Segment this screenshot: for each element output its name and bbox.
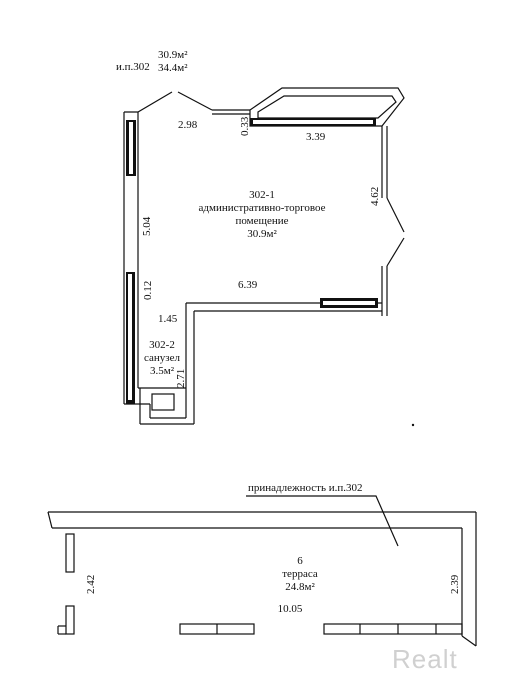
dim-3-39: 3.39 xyxy=(306,131,326,143)
room-302-1-number: 302-1 xyxy=(249,189,275,201)
area-total-1: 30.9м² xyxy=(158,49,188,61)
room-302-2-number: 302-2 xyxy=(149,339,175,351)
terrace-walls xyxy=(47,495,477,647)
dim-0-12: 0.12 xyxy=(142,281,154,300)
wall-left-lower-inner xyxy=(128,274,132,400)
terrace-name: терраса xyxy=(282,568,318,580)
dim-4-62: 4.62 xyxy=(369,187,381,206)
dim-1-45: 1.45 xyxy=(158,313,178,325)
room-302-2-name: санузел xyxy=(144,352,181,364)
dim-0-33: 0.33 xyxy=(239,116,251,136)
unit-label: и.п.302 xyxy=(116,61,150,73)
window-top-inner xyxy=(253,120,373,124)
watermark-realt: Realt xyxy=(392,644,458,674)
room-302-1-name-line2: помещение xyxy=(235,215,288,227)
terrace-area: 24.8м² xyxy=(285,581,315,593)
window-left-upper-inner xyxy=(129,122,133,174)
dim-6-39: 6.39 xyxy=(238,279,258,291)
window-right-lower-inner xyxy=(323,301,375,305)
dim-2-42: 2.42 xyxy=(85,575,97,594)
room-302-2-area: 3.5м² xyxy=(150,365,175,377)
dim-5-04: 5.04 xyxy=(141,216,153,236)
area-total-2: 34.4м² xyxy=(158,62,188,74)
belonging-annotation: принадлежность и.п.302 xyxy=(248,482,363,494)
terrace-number: 6 xyxy=(297,555,303,567)
dim-2-98: 2.98 xyxy=(178,119,198,131)
room-302-1-name-line1: административно-торговое xyxy=(199,202,326,214)
room-302-1-area: 30.9м² xyxy=(247,228,277,240)
dim-2-39: 2.39 xyxy=(449,574,461,594)
dim-10-05: 10.05 xyxy=(278,603,303,615)
dim-2-71: 2.71 xyxy=(175,369,187,388)
marker-dot xyxy=(411,423,415,427)
